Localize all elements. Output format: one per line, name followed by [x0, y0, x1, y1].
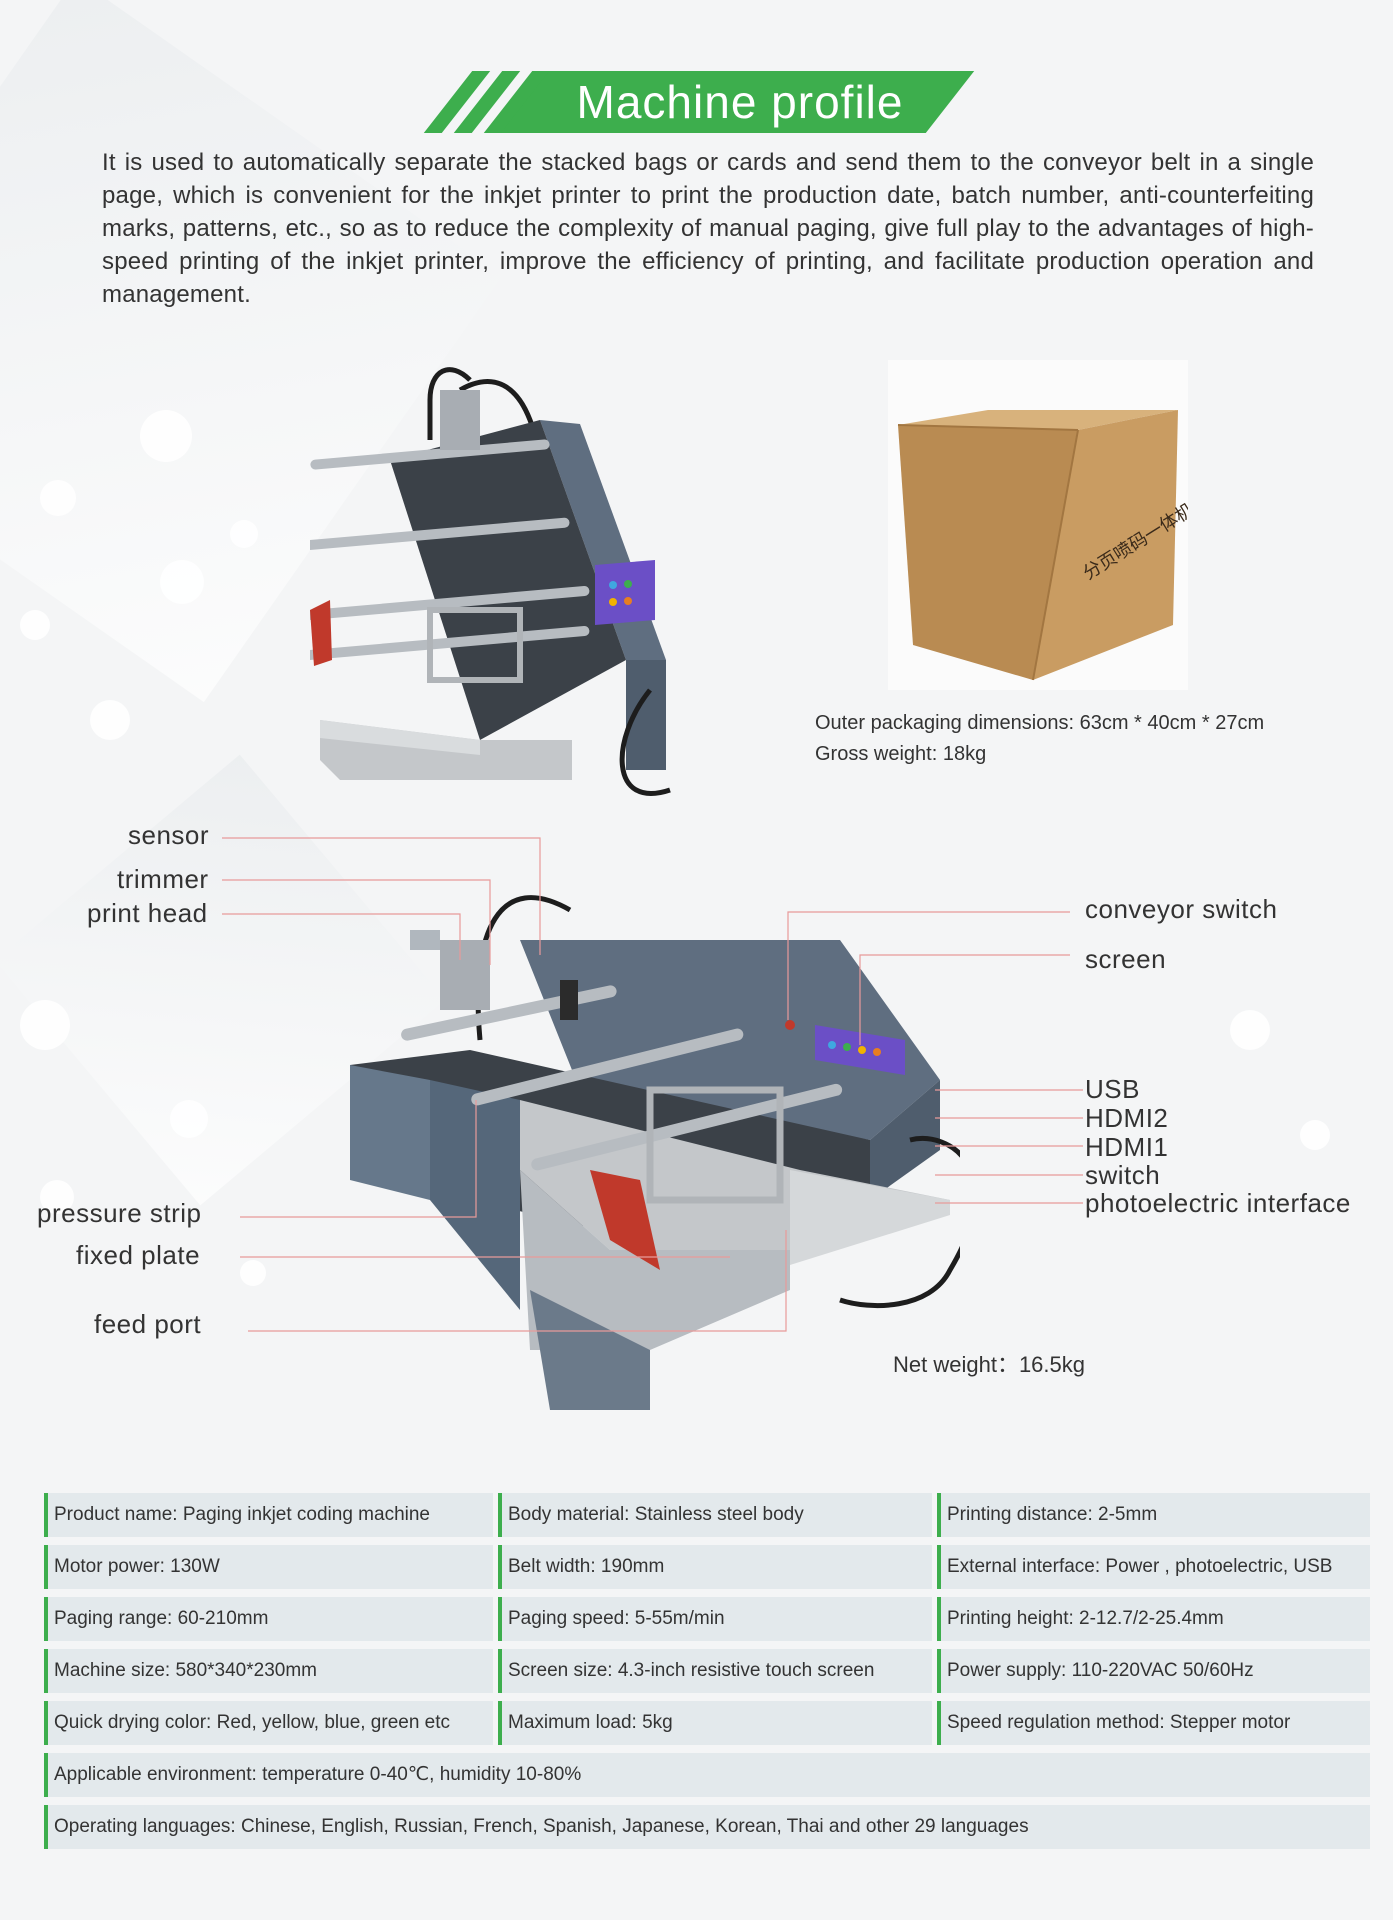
spec-row: Machine size: 580*340*230mm Screen size:… — [44, 1649, 1370, 1693]
label-photoelectric-interface: photoelectric interface — [1085, 1188, 1351, 1218]
title-banner: Machine profile — [423, 71, 975, 133]
spec-paging-range: Paging range: 60-210mm — [44, 1597, 493, 1641]
spec-row: Applicable environment: temperature 0-40… — [44, 1753, 1370, 1797]
label-pressure-strip: pressure strip — [37, 1198, 202, 1228]
packaging-box-photo: 分页喷码一体机 — [888, 360, 1198, 690]
spec-environment: Applicable environment: temperature 0-40… — [44, 1753, 1370, 1797]
spec-printing-distance: Printing distance: 2-5mm — [937, 1493, 1370, 1537]
machine-photo-labeled — [350, 895, 960, 1410]
spec-row: Motor power: 130W Belt width: 190mm Exte… — [44, 1545, 1370, 1589]
spec-quick-drying-color: Quick drying color: Red, yellow, blue, g… — [44, 1701, 493, 1745]
net-weight: Net weight：16.5kg — [893, 1352, 1085, 1377]
label-sensor: sensor — [128, 820, 210, 850]
label-screen: screen — [1085, 944, 1167, 974]
label-usb: USB — [1085, 1074, 1140, 1104]
label-hdmi1: HDMI1 — [1085, 1132, 1169, 1162]
spec-maximum-load: Maximum load: 5kg — [498, 1701, 932, 1745]
machine-photo-top — [310, 367, 671, 796]
label-print-head: print head — [87, 898, 208, 928]
spec-body-material: Body material: Stainless steel body — [498, 1493, 932, 1537]
spec-product-name: Product name: Paging inkjet coding machi… — [44, 1493, 493, 1537]
spec-paging-speed: Paging speed: 5-55m/min — [498, 1597, 932, 1641]
label-feed-port: feed port — [94, 1309, 202, 1339]
page-title: Machine profile — [576, 76, 904, 128]
callout-lines — [222, 837, 1083, 1332]
label-switch: switch — [1085, 1160, 1161, 1190]
cardboard-box: 分页喷码一体机 — [897, 410, 1198, 681]
label-hdmi2: HDMI2 — [1085, 1103, 1169, 1133]
spec-belt-width: Belt width: 190mm — [498, 1545, 932, 1589]
intro-paragraph: It is used to automatically separate the… — [102, 149, 1314, 308]
spec-power-supply: Power supply: 110-220VAC 50/60Hz — [937, 1649, 1370, 1693]
spec-machine-size: Machine size: 580*340*230mm — [44, 1649, 493, 1693]
spec-printing-height: Printing height: 2-12.7/2-25.4mm — [937, 1597, 1370, 1641]
spec-motor-power: Motor power: 130W — [44, 1545, 493, 1589]
spec-row: Operating languages: Chinese, English, R… — [44, 1805, 1370, 1849]
spec-languages: Operating languages: Chinese, English, R… — [44, 1805, 1370, 1849]
spec-row: Paging range: 60-210mm Paging speed: 5-5… — [44, 1597, 1370, 1641]
spec-screen-size: Screen size: 4.3-inch resistive touch sc… — [498, 1649, 932, 1693]
spec-row: Quick drying color: Red, yellow, blue, g… — [44, 1701, 1370, 1745]
label-trimmer: trimmer — [117, 864, 209, 894]
spec-speed-regulation: Speed regulation method: Stepper motor — [937, 1701, 1370, 1745]
label-conveyor-switch: conveyor switch — [1085, 894, 1278, 924]
gross-weight: Gross weight: 18kg — [815, 743, 987, 765]
spec-table: Product name: Paging inkjet coding machi… — [44, 1493, 1370, 1857]
label-fixed-plate: fixed plate — [76, 1240, 201, 1270]
spec-external-interface: External interface: Power , photoelectri… — [937, 1545, 1370, 1589]
spec-row: Product name: Paging inkjet coding machi… — [44, 1493, 1370, 1537]
package-dimensions: Outer packaging dimensions: 63cm * 40cm … — [815, 712, 1265, 734]
